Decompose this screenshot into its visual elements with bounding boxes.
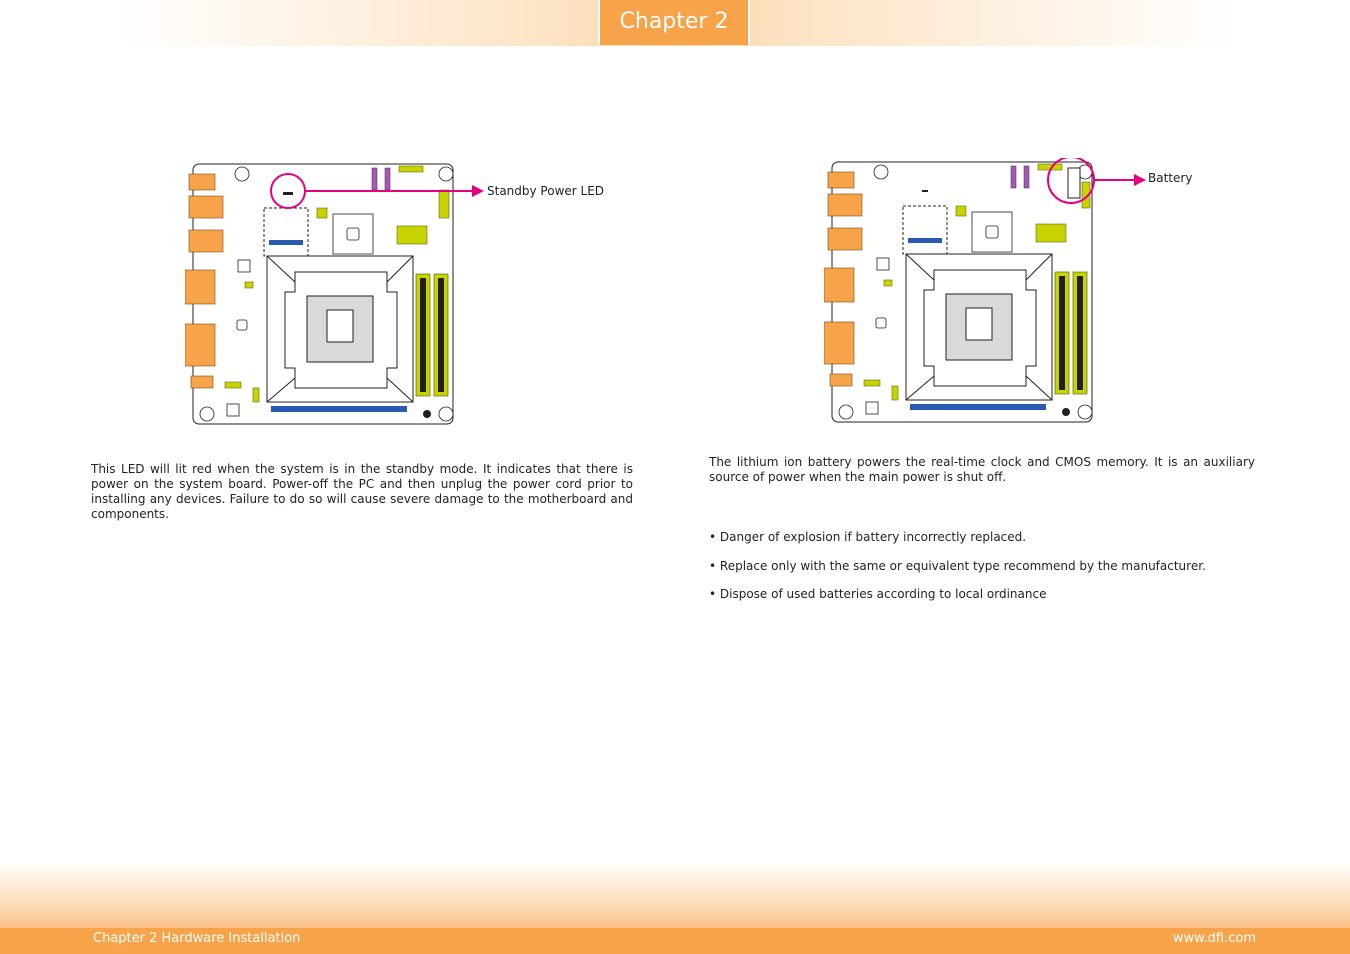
green-headers <box>863 163 1091 401</box>
dimm-slots <box>415 273 449 397</box>
rear-io-connectors <box>824 171 863 387</box>
chipset <box>971 211 1013 253</box>
battery-warning-1: • Danger of explosion if battery incorre… <box>709 530 1027 544</box>
dimm-slots <box>1054 271 1088 395</box>
footer-website-link[interactable]: www.dfi.com <box>1172 931 1256 946</box>
standby-led <box>283 192 293 195</box>
footer-bar <box>0 928 1350 954</box>
callout-arrow-left <box>456 185 484 197</box>
footer-gradient <box>0 862 1350 930</box>
callout-label-battery: Battery <box>1148 171 1193 185</box>
green-headers <box>224 165 450 403</box>
pcie-slot <box>271 406 407 412</box>
battery <box>1067 167 1081 199</box>
chapter-tab: Chapter 2 <box>598 0 750 45</box>
cpu-socket <box>266 255 414 403</box>
motherboard-diagram-left <box>185 163 457 425</box>
motherboard-diagram-right <box>824 158 1095 423</box>
cpu-socket <box>905 253 1053 401</box>
mini-pcie-outline <box>902 205 948 255</box>
battery-description: The lithium ion battery powers the real-… <box>709 455 1255 484</box>
standby-led-description: This LED will lit red when the system is… <box>91 462 633 521</box>
callout-label-standby-power-led: Standby Power LED <box>487 184 605 198</box>
battery-warning-3: • Dispose of used batteries according to… <box>709 587 1047 601</box>
mounting-holes <box>838 164 1093 420</box>
battery-warning-2: • Replace only with the same or equivale… <box>709 559 1206 573</box>
sata-connectors <box>1010 165 1030 189</box>
callout-arrow-right <box>1094 174 1146 186</box>
mounting-holes <box>199 166 454 422</box>
pcie-slot <box>910 404 1046 410</box>
rear-io-connectors <box>185 173 224 389</box>
footer-chapter-title: Chapter 2 Hardware Installation <box>93 931 301 946</box>
chipset <box>332 213 374 255</box>
